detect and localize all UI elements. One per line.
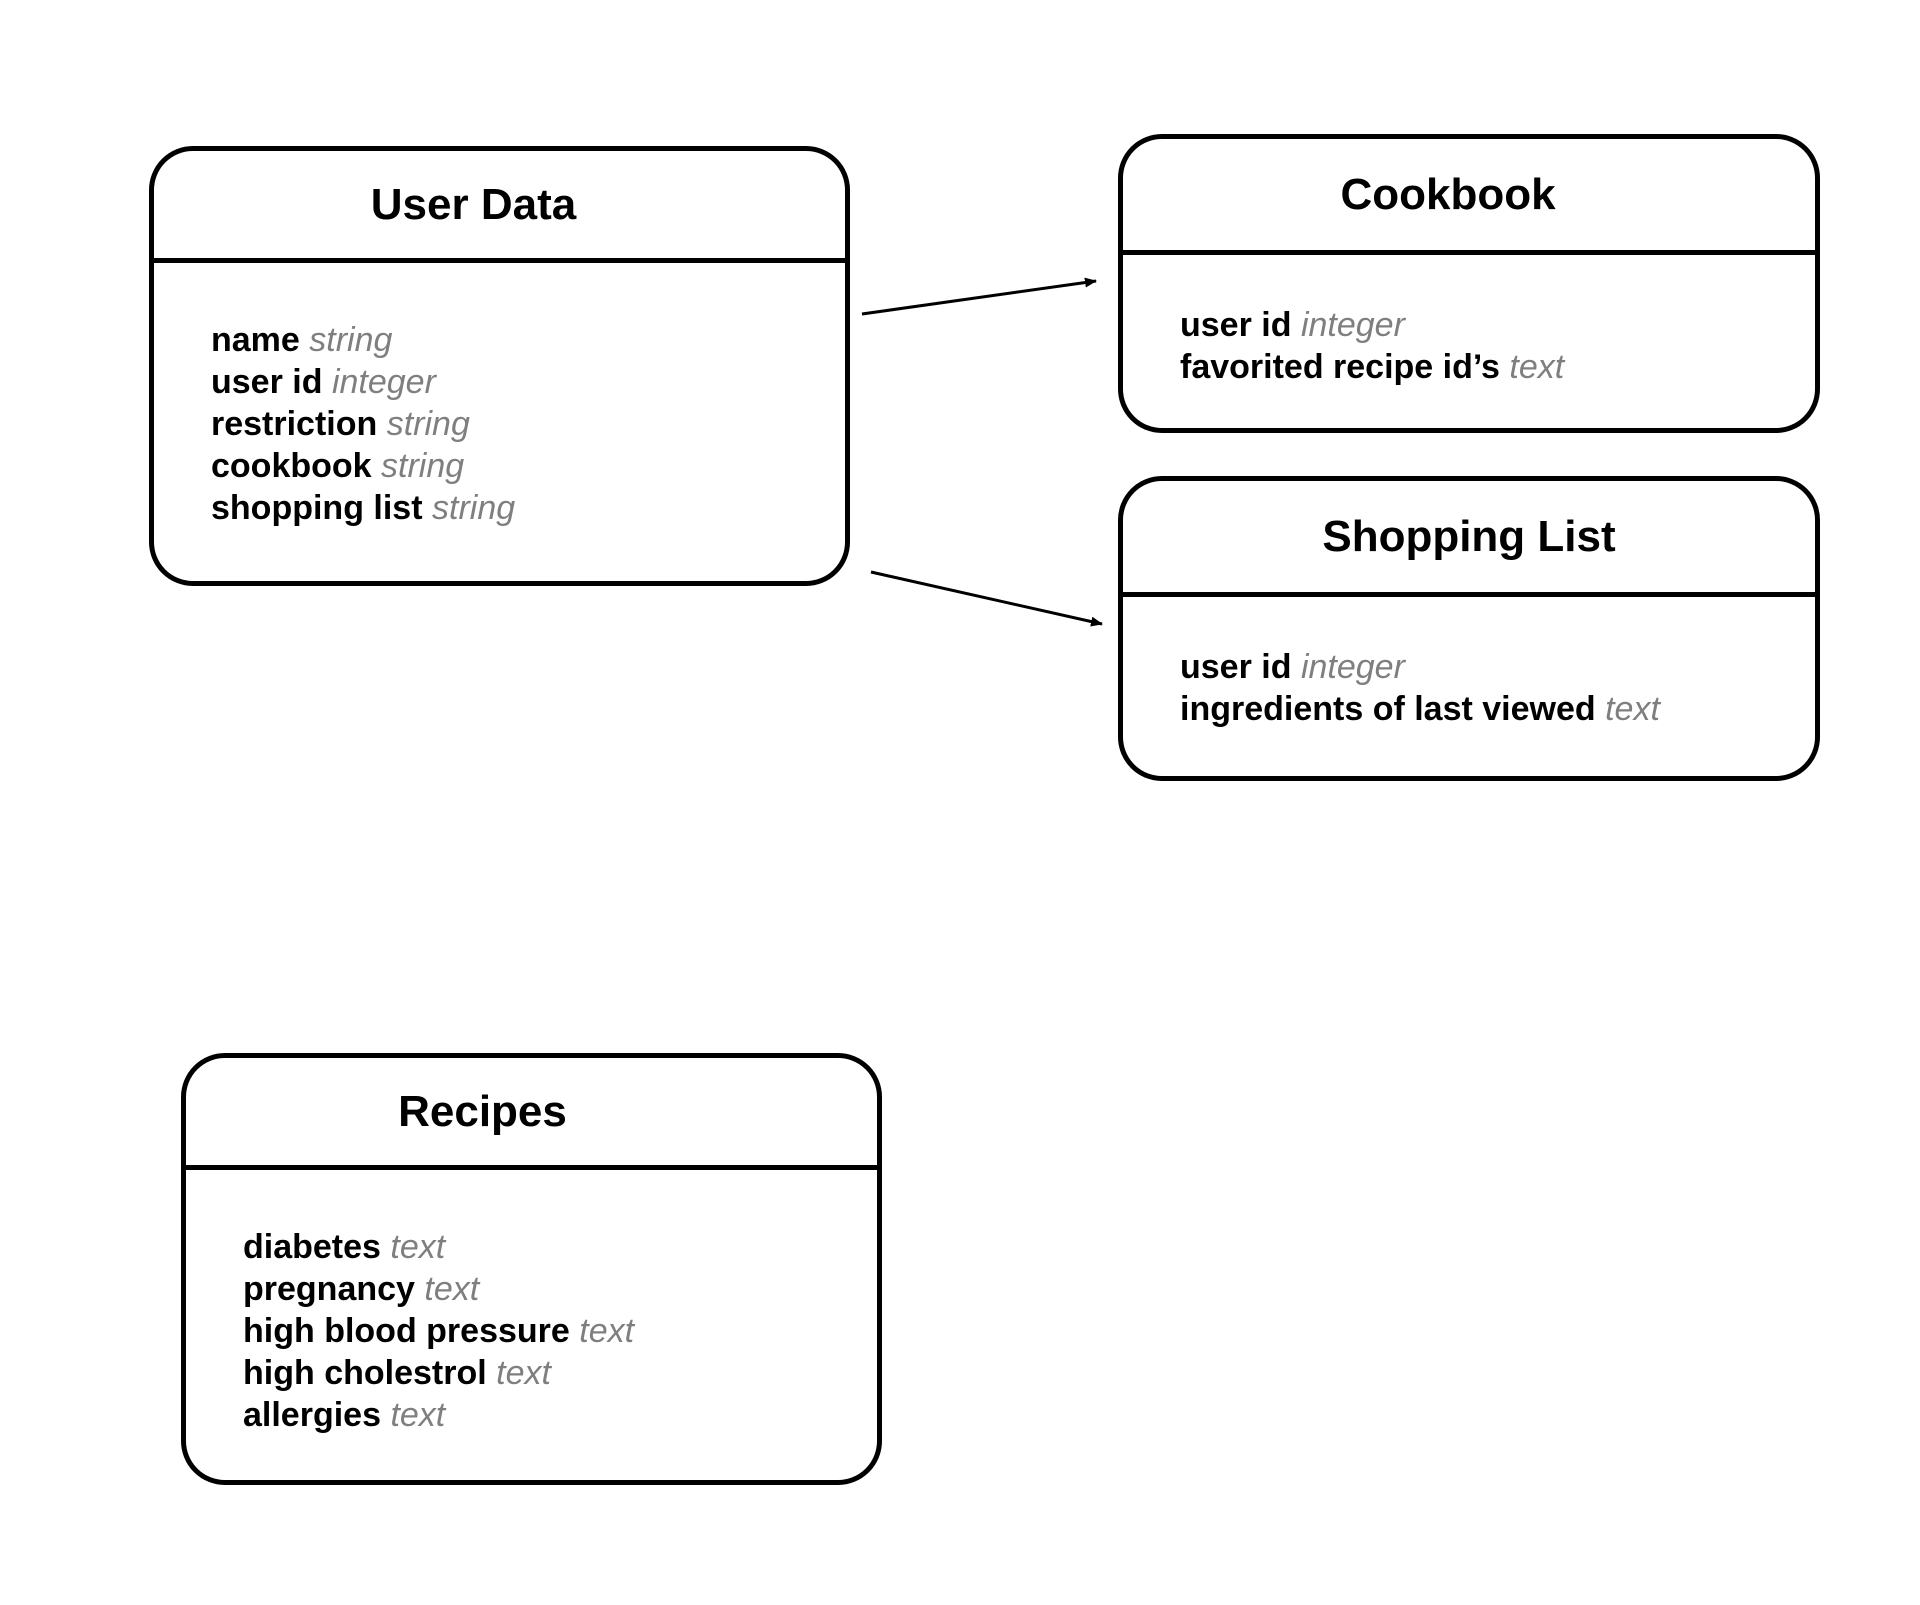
field-row: user id integer: [1180, 646, 1815, 688]
field-row: pregnancy text: [243, 1268, 877, 1310]
entity-header: Cookbook: [1123, 139, 1815, 255]
field-type: text: [496, 1354, 551, 1392]
field-type: text: [390, 1228, 446, 1266]
field-type: text: [390, 1396, 446, 1434]
field-row: high blood pressure text: [243, 1310, 877, 1352]
field-row: shopping list string: [211, 487, 845, 529]
field-type: text: [579, 1312, 635, 1350]
entity-header: User Data: [154, 151, 845, 263]
entity-header: Recipes: [186, 1058, 877, 1170]
arrow-user-data-to-cookbook: [861, 277, 1097, 316]
field-name: favorited recipe id’s: [1180, 348, 1500, 386]
field-row: restriction string: [211, 403, 845, 445]
field-row: high cholestrol text: [243, 1352, 877, 1394]
entity-fields: diabetes text pregnancy text high blood …: [186, 1170, 877, 1436]
field-name: restriction: [211, 405, 378, 443]
field-row: allergies text: [243, 1394, 877, 1436]
field-row: name string: [211, 319, 845, 361]
field-name: high blood pressure: [243, 1312, 570, 1350]
entity-header: Shopping List: [1123, 481, 1815, 597]
field-name: pregnancy: [243, 1270, 415, 1308]
entity-fields: name string user id integer restriction …: [154, 263, 845, 529]
entity-shopping-list: Shopping List user id integer ingredient…: [1118, 476, 1820, 781]
field-type: integer: [1300, 648, 1405, 686]
field-row: user id integer: [1180, 304, 1815, 346]
entity-fields: user id integer favorited recipe id’s te…: [1123, 255, 1815, 388]
entity-title: User Data: [370, 179, 577, 229]
field-row: user id integer: [211, 361, 845, 403]
field-name: user id: [1180, 648, 1292, 686]
field-name: user id: [1180, 306, 1292, 344]
field-type: integer: [1300, 306, 1405, 344]
arrow-user-data-to-shopping-list: [870, 570, 1103, 627]
field-row: cookbook string: [211, 445, 845, 487]
field-name: name: [211, 321, 300, 359]
field-name: ingredients of last viewed: [1180, 690, 1596, 728]
field-type: string: [386, 405, 470, 443]
field-type: text: [424, 1270, 480, 1308]
field-row: ingredients of last viewed text: [1180, 688, 1815, 730]
field-name: user id: [211, 363, 323, 401]
field-name: allergies: [243, 1396, 381, 1434]
field-name: shopping list: [211, 489, 423, 527]
field-row: diabetes text: [243, 1226, 877, 1268]
field-name: cookbook: [211, 447, 372, 485]
entity-cookbook: Cookbook user id integer favorited recip…: [1118, 134, 1820, 433]
field-type: text: [1605, 690, 1660, 728]
field-type: string: [381, 447, 465, 485]
field-name: high cholestrol: [243, 1354, 487, 1392]
field-type: integer: [331, 363, 436, 401]
field-type: text: [1509, 348, 1565, 386]
entity-recipes: Recipes diabetes text pregnancy text hig…: [181, 1053, 882, 1485]
field-row: favorited recipe id’s text: [1180, 346, 1815, 388]
entity-fields: user id integer ingredients of last view…: [1123, 597, 1815, 730]
entity-title: Shopping List: [1322, 511, 1616, 561]
entity-title: Recipes: [398, 1086, 567, 1136]
entity-user-data: User Data name string user id integer re…: [149, 146, 850, 586]
field-name: diabetes: [243, 1228, 381, 1266]
field-type: string: [309, 321, 393, 359]
entity-title: Cookbook: [1340, 169, 1556, 219]
field-type: string: [432, 489, 516, 527]
